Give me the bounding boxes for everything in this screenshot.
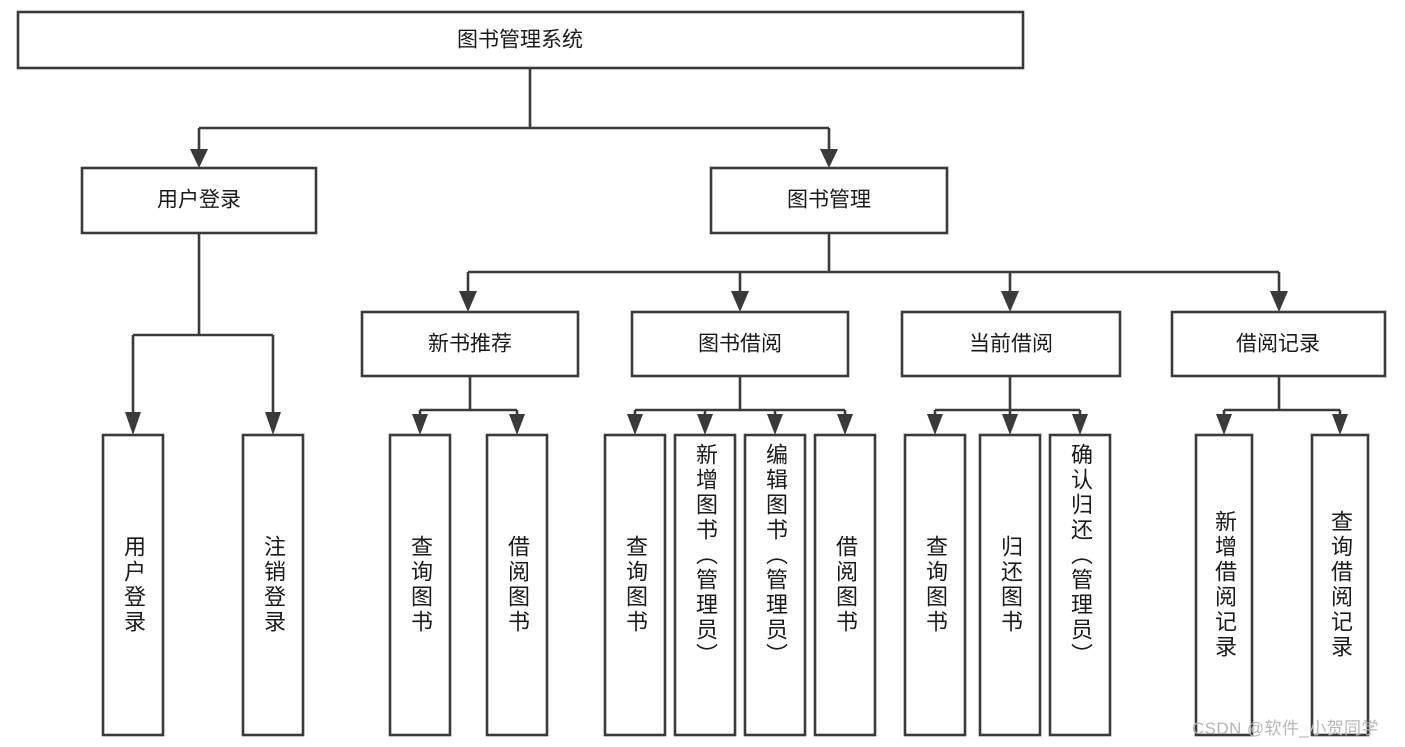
node-book-borrow-box[interactable] — [630, 310, 850, 378]
leaf-borrow-book-2-box[interactable] — [813, 433, 877, 737]
leaf-query-book-2-box[interactable] — [603, 433, 667, 737]
node-book-management[interactable]: 图书管理 — [709, 166, 949, 235]
node-root[interactable]: 图书管理系统 — [16, 10, 1025, 70]
arrow-leaf-user-login — [125, 412, 141, 435]
watermark: CSDN @软件_小贺同学 — [1192, 719, 1379, 738]
node-book-borrow-label: 图书借阅 — [698, 333, 782, 356]
arrow-leaf-borrow-book-2 — [837, 414, 853, 435]
connector-group-main — [125, 68, 1348, 435]
node-user-login-box[interactable] — [80, 166, 318, 235]
arrow-borrow-record — [1270, 291, 1288, 312]
arrow-leaf-query-record — [1332, 414, 1348, 435]
node-current-borrow-label: 当前借阅 — [969, 333, 1053, 356]
node-user-login[interactable]: 用户登录 — [80, 166, 318, 235]
arrow-leaf-confirm-return — [1072, 414, 1088, 435]
leaf-borrow-book-1-box[interactable] — [485, 433, 549, 737]
arrow-book-borrow — [731, 291, 749, 312]
leaf-query-record-box[interactable] — [1310, 433, 1370, 737]
node-root-label: 图书管理系统 — [457, 29, 583, 52]
node-new-book-recommend-label: 新书推荐 — [428, 333, 512, 356]
node-book-management-label: 图书管理 — [787, 189, 871, 212]
node-user-login-label: 用户登录 — [157, 189, 241, 212]
node-new-book-recommend-box[interactable] — [360, 310, 580, 378]
arrow-leaf-return-book — [1002, 414, 1018, 435]
node-borrow-record-label: 借阅记录 — [1236, 333, 1320, 356]
node-root-box[interactable] — [16, 10, 1025, 70]
leaf-add-record-box[interactable] — [1194, 433, 1254, 737]
arrow-leaf-add-record — [1216, 414, 1232, 435]
arrow-book-management — [820, 149, 838, 168]
arrow-leaf-query-book-2 — [627, 414, 643, 435]
arrow-leaf-query-book-1 — [412, 414, 428, 435]
arrow-new-book-recommend — [459, 291, 477, 312]
arrow-leaf-borrow-book-1 — [509, 414, 525, 435]
arrow-leaf-add-book — [697, 414, 713, 435]
leaf-add-book-box[interactable] — [673, 433, 737, 737]
arrow-leaf-logout — [265, 412, 281, 435]
node-borrow-record[interactable]: 借阅记录 — [1170, 310, 1387, 378]
node-borrow-record-box[interactable] — [1170, 310, 1387, 378]
arrow-leaf-query-book-3 — [927, 414, 943, 435]
node-book-management-box[interactable] — [709, 166, 949, 235]
node-book-borrow[interactable]: 图书借阅 — [630, 310, 850, 378]
leaf-return-book-box[interactable] — [978, 433, 1042, 737]
leaf-query-book-1-box[interactable] — [388, 433, 452, 737]
leaf-edit-book-box[interactable] — [743, 433, 807, 737]
arrow-user-login — [190, 149, 208, 168]
node-current-borrow-box[interactable] — [900, 310, 1122, 378]
arrow-current-borrow — [1001, 291, 1019, 312]
leaf-user-login-box[interactable] — [101, 433, 165, 737]
node-new-book-recommend[interactable]: 新书推荐 — [360, 310, 580, 378]
leaf-confirm-return-box[interactable] — [1048, 433, 1112, 737]
node-current-borrow[interactable]: 当前借阅 — [900, 310, 1122, 378]
leaf-query-book-3-box[interactable] — [903, 433, 967, 737]
arrow-leaf-edit-book — [767, 414, 783, 435]
leaf-logout-box[interactable] — [241, 433, 305, 737]
leaf-boxes — [101, 433, 1370, 737]
